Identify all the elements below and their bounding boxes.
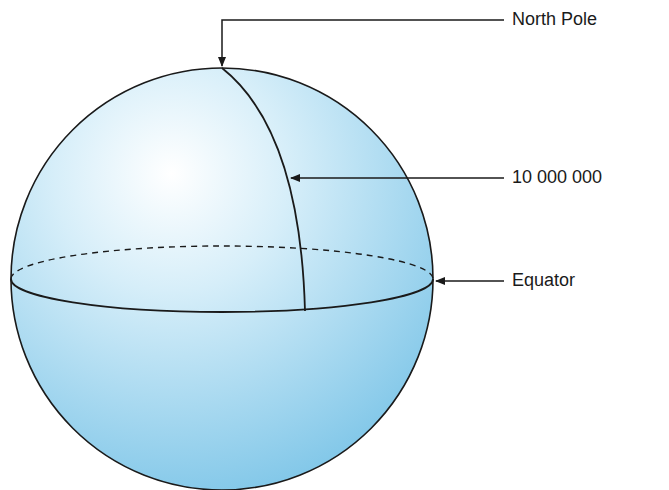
callout-label: Equator: [512, 270, 575, 292]
leader-line: [222, 20, 504, 66]
meridian-arc: [222, 68, 305, 311]
leader-line: [291, 177, 504, 179]
equator-back: [11, 246, 433, 279]
leader-line: [436, 280, 504, 282]
callout-label: 10 000 000: [512, 167, 602, 189]
globe-sphere: [11, 68, 433, 490]
callout-label: North Pole: [512, 9, 597, 31]
equator-front: [11, 279, 433, 312]
